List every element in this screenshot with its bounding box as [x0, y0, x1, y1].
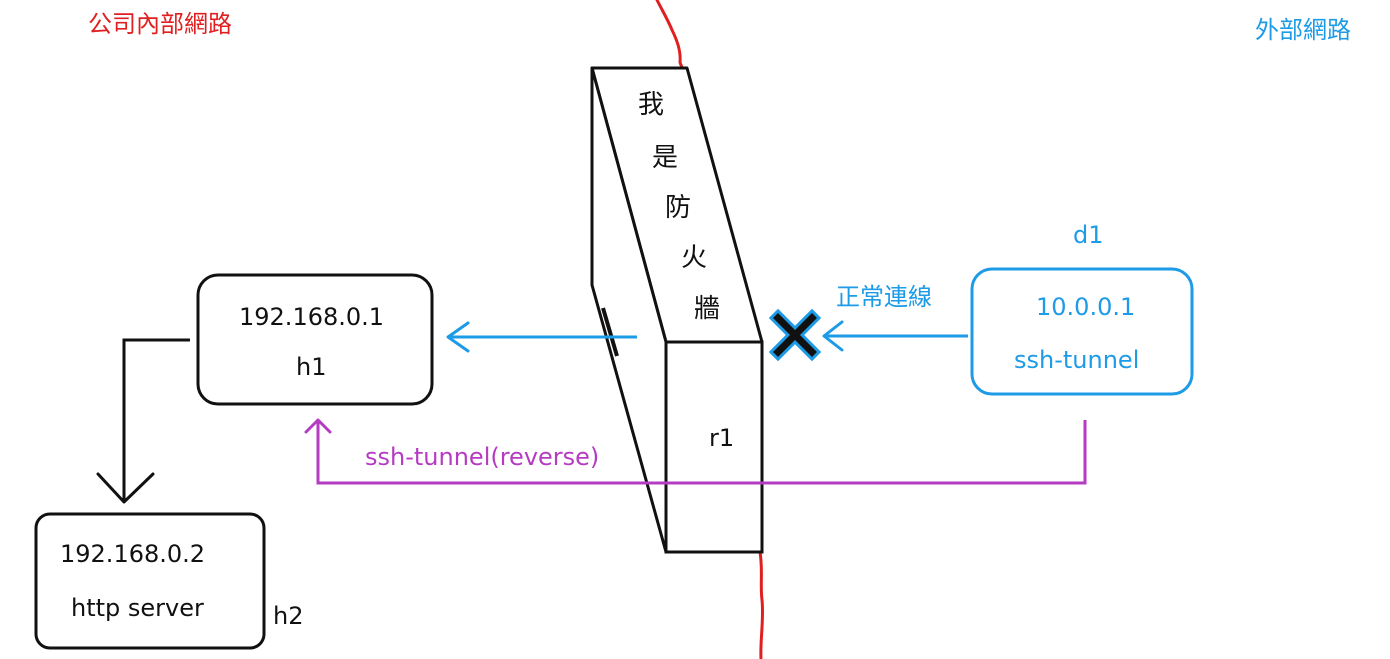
external-network-label: 外部網路 — [1255, 16, 1351, 44]
router-label: r1 — [709, 424, 735, 452]
firewall-char-3: 防 — [665, 193, 692, 223]
firewall-char-4: 火 — [681, 243, 708, 273]
forward-arrow-to-h1-head — [446, 321, 470, 353]
h2-name: h2 — [273, 602, 304, 630]
firewall-side-mark — [601, 307, 619, 357]
reverse-tunnel-arrowhead — [304, 418, 332, 434]
blocked-x-icon — [768, 308, 822, 362]
boundary-line-top — [655, 0, 690, 78]
d1-box — [970, 267, 1194, 396]
internal-network-label: 公司內部網路 — [88, 10, 232, 38]
d1-name: d1 — [1073, 221, 1104, 249]
h2-box — [34, 512, 266, 650]
h2-service: http server — [71, 594, 204, 622]
h1-to-h2-connector — [122, 338, 190, 502]
reverse-tunnel-line — [316, 420, 1087, 485]
router-r1-box — [664, 340, 764, 554]
firewall-char-2: 是 — [652, 143, 679, 173]
d1-service: ssh-tunnel — [1014, 346, 1140, 374]
normal-connection-label: 正常連線 — [836, 283, 932, 311]
d1-ip: 10.0.0.1 — [1036, 293, 1136, 321]
boundary-line-bottom — [758, 550, 765, 659]
firewall-char-1: 我 — [638, 90, 665, 120]
h1-to-h2-arrowhead — [96, 472, 155, 504]
normal-connection-arrowhead — [822, 320, 844, 352]
h1-box — [196, 273, 434, 406]
reverse-tunnel-label: ssh-tunnel(reverse) — [365, 443, 600, 471]
h1-name: h1 — [296, 353, 327, 381]
h1-ip: 192.168.0.1 — [239, 303, 385, 331]
firewall-char-5: 牆 — [694, 294, 721, 324]
h2-ip: 192.168.0.2 — [60, 540, 206, 568]
